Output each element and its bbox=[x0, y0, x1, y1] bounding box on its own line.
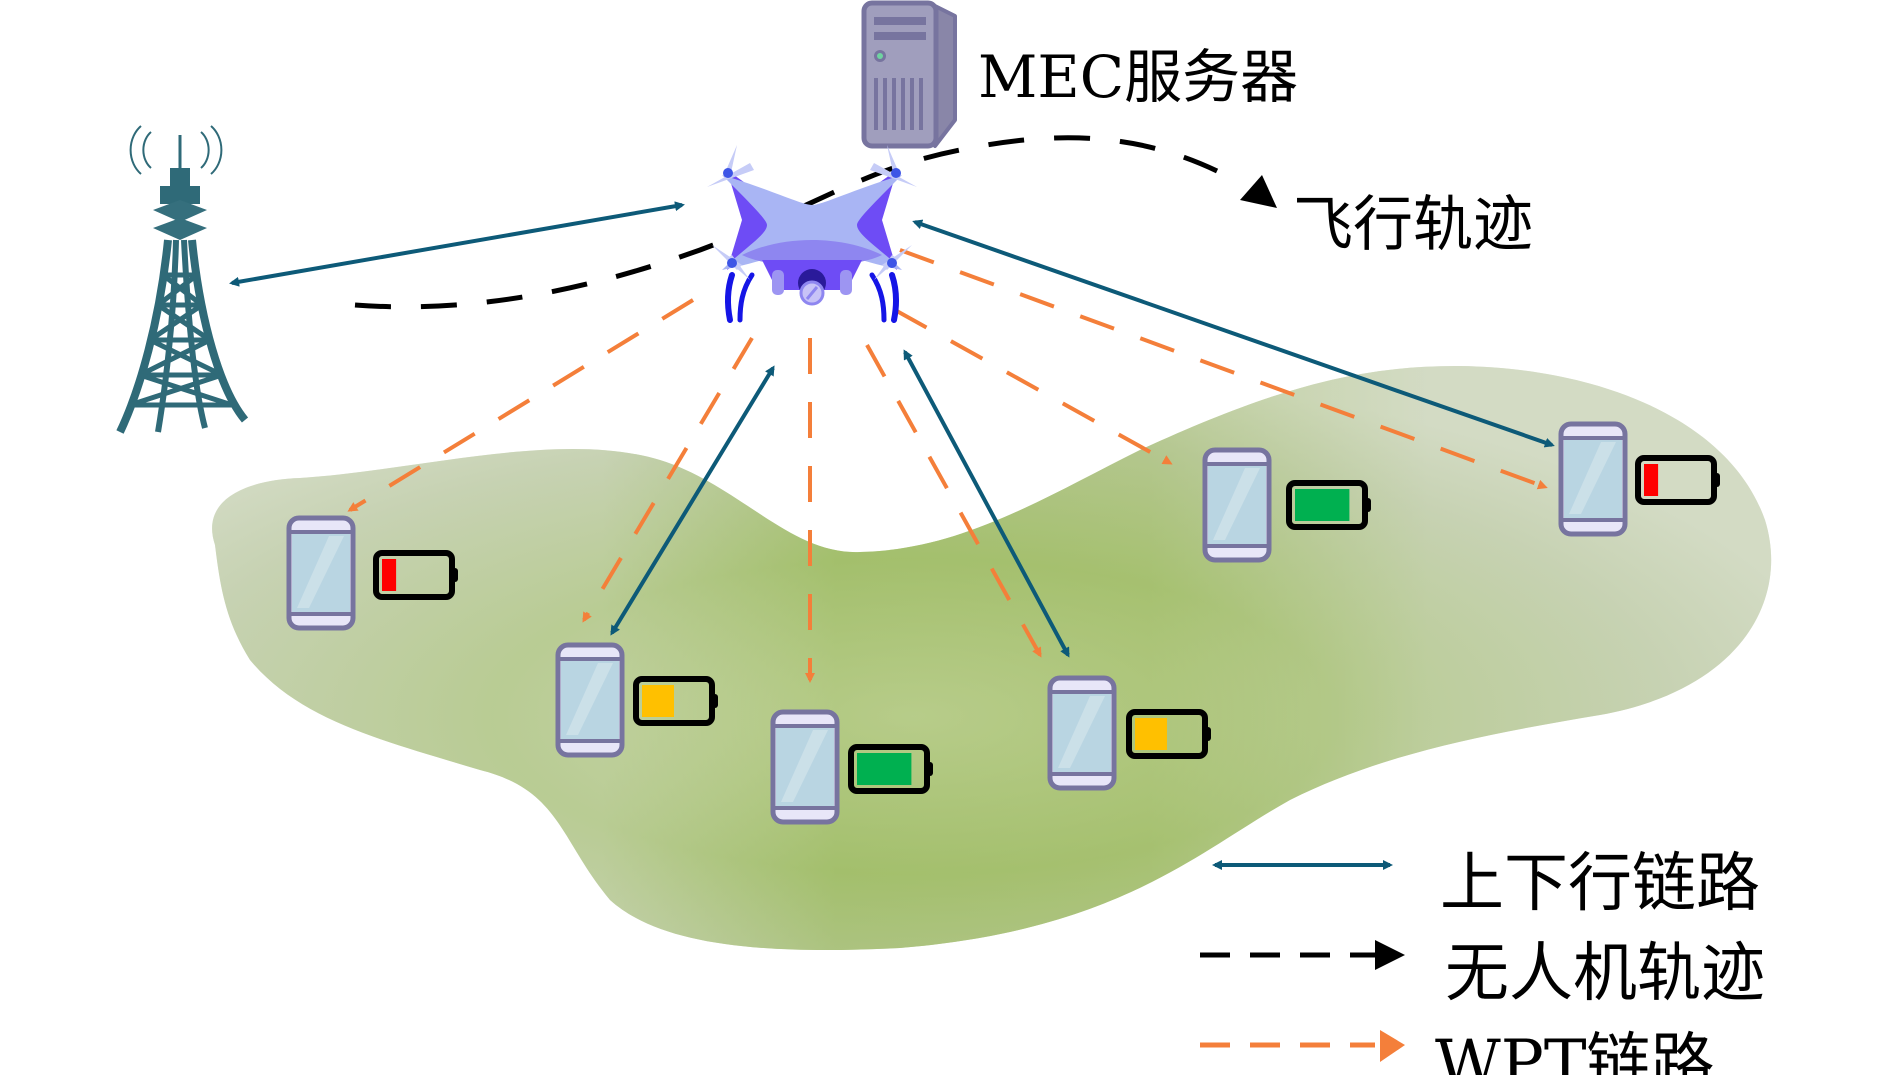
battery-level-fill bbox=[1295, 489, 1350, 521]
smartphone-icon bbox=[1558, 421, 1628, 537]
battery-icon bbox=[1635, 455, 1720, 505]
battery-level-fill bbox=[1135, 718, 1167, 750]
legend-item-link: 上下行链路 bbox=[1212, 847, 1760, 921]
link-bs-uav bbox=[229, 201, 685, 287]
smartphone-icon bbox=[555, 642, 625, 758]
device-ue3 bbox=[770, 709, 933, 825]
device-ue4 bbox=[1047, 675, 1211, 791]
battery-icon bbox=[633, 676, 718, 726]
device-ue1 bbox=[286, 515, 458, 631]
uav-flight-trajectory bbox=[354, 135, 1237, 310]
legend-link-label: 上下行链路 bbox=[1440, 847, 1760, 921]
legend-item-wpt: WPT链路 bbox=[1200, 1027, 1715, 1075]
user-devices bbox=[286, 421, 1720, 825]
smartphone-icon bbox=[1202, 447, 1272, 563]
wpt-link-ue1 bbox=[347, 298, 695, 512]
smartphone-icon bbox=[770, 709, 840, 825]
uav-drone-icon bbox=[707, 145, 917, 323]
legend-trajectory-label: 无人机轨迹 bbox=[1445, 937, 1765, 1011]
uplink-downlink-links bbox=[229, 201, 1555, 658]
wpt-link-ue5 bbox=[894, 308, 1173, 465]
ground-area-shade bbox=[212, 365, 1772, 951]
battery-icon bbox=[1126, 709, 1211, 759]
device-ue2 bbox=[555, 642, 718, 758]
link-uav-ue6 bbox=[912, 219, 1555, 448]
mec-server-label: MEC服务器 bbox=[978, 43, 1298, 111]
link-uav-ue2 bbox=[610, 365, 775, 636]
battery-level-fill bbox=[1644, 464, 1659, 496]
device-ue5 bbox=[1202, 447, 1371, 563]
trajectory-arrowhead-icon bbox=[1240, 175, 1277, 208]
smartphone-icon bbox=[1047, 675, 1117, 791]
battery-icon bbox=[1286, 480, 1371, 530]
legend-item-trajectory: 无人机轨迹 bbox=[1200, 937, 1765, 1011]
legend-wpt-label: WPT链路 bbox=[1435, 1027, 1715, 1075]
legend-wpt-arrowhead-icon bbox=[1380, 1030, 1405, 1062]
mec-server-icon bbox=[861, 0, 957, 149]
battery-icon bbox=[373, 550, 458, 600]
legend: 上下行链路 无人机轨迹 WPT链路 bbox=[1200, 847, 1765, 1075]
base-station-tower-icon bbox=[116, 125, 249, 434]
device-ue6 bbox=[1558, 421, 1720, 537]
flight-path-label: 飞行轨迹 bbox=[1293, 190, 1533, 260]
legend-trajectory-arrowhead-icon bbox=[1375, 940, 1405, 970]
battery-level-fill bbox=[857, 753, 912, 785]
smartphone-icon bbox=[286, 515, 356, 631]
battery-icon bbox=[848, 744, 933, 794]
battery-level-fill bbox=[642, 685, 674, 717]
battery-level-fill bbox=[382, 559, 397, 591]
